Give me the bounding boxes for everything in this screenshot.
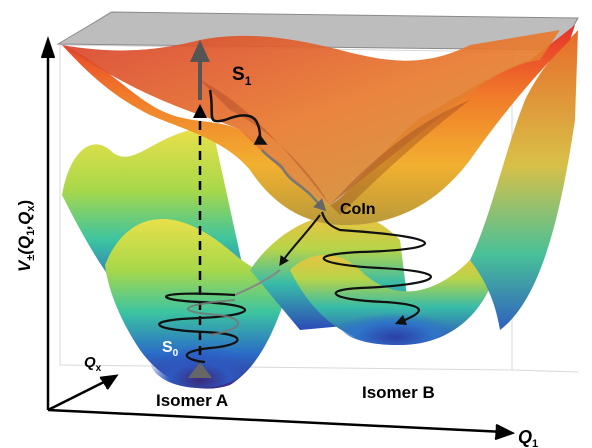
upper-surface: [62, 25, 575, 225]
s0-label-main: S: [162, 339, 173, 356]
s0-arrowhead: [188, 362, 212, 378]
top-plane: [56, 11, 579, 51]
qx-label-main: Q: [84, 354, 96, 371]
y-axis-label-mid: ,Q: [15, 212, 34, 231]
y-axis-label-open: (Q: [15, 236, 34, 255]
y-axis-label: V±(Q1,Qx): [15, 200, 37, 272]
wavepacket-s1-grey: [261, 149, 327, 212]
y-axis-label-sub1: 1: [25, 230, 37, 236]
isomer-b-label: Isomer B: [362, 383, 435, 402]
wavepacket-return-a: [279, 214, 321, 267]
isomer-a-label: Isomer A: [156, 391, 228, 410]
y-axis-label-v: V: [15, 259, 34, 272]
y-axis-label-pm: ±: [25, 255, 37, 261]
qx-axis-label: Qx: [84, 354, 102, 374]
q1-axis-label: Q1: [518, 427, 538, 448]
oscillation-isomer-a: [158, 292, 247, 364]
s1-label: S1: [232, 64, 252, 88]
oscillation-isomer-b: [320, 211, 433, 326]
s1-label-main: S: [232, 64, 245, 85]
qx-label-sub: x: [96, 363, 102, 374]
s1-label-sub: 1: [245, 74, 252, 88]
excitation-arrow: [193, 104, 207, 370]
q1-label-sub: 1: [532, 438, 538, 448]
s1-arrowhead: [190, 40, 210, 62]
oscillation-isomer-a-grey: [186, 299, 240, 336]
s0-label-sub: 0: [173, 348, 179, 359]
wavepacket-grey-to-a: [234, 269, 281, 296]
y-axis-label-sub2: x: [25, 205, 37, 212]
q1-label-main: Q: [518, 427, 532, 447]
wavepacket-s1-dark: [208, 89, 268, 145]
axes: [40, 36, 516, 441]
y-axis-label-close: ): [15, 200, 34, 206]
coin-label: CoIn: [340, 201, 376, 218]
s0-label: S0: [162, 339, 179, 359]
